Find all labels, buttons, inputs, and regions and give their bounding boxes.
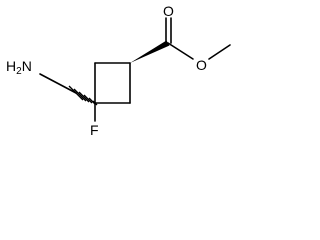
atom-label-ester-oxygen: O [196, 57, 207, 73]
atom-label-amine: H2N [6, 58, 32, 77]
atom-label-carbonyl-oxygen: O [163, 3, 174, 19]
aminomethyl-bond [39, 73, 77, 94]
molecule-structure: H2N O O F [6, 3, 231, 138]
atom-label-fluorine: F [90, 122, 99, 138]
wedge-bond-ester [130, 40, 170, 63]
hashed-bond-aminomethyl [68, 85, 98, 106]
methyl-bond [208, 44, 231, 60]
ester-bond [167, 42, 194, 60]
